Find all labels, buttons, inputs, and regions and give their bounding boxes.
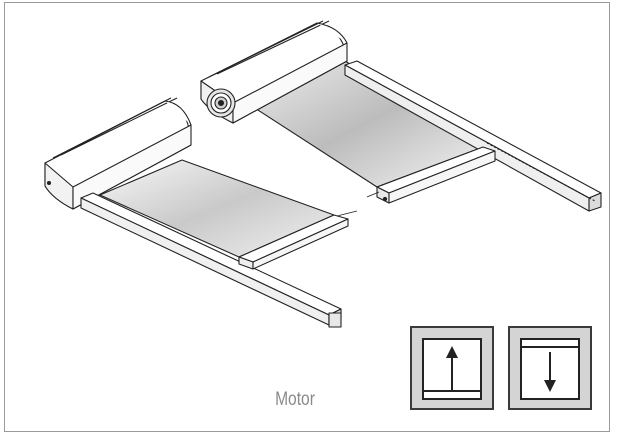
right-shutter-unit [200,20,602,212]
diagram-frame: Motor [4,2,610,432]
left-shutter-unit [44,97,358,328]
roller-shutter-illustration [44,20,602,328]
down-arrow-icon [544,352,556,392]
up-switch-line [424,390,480,392]
down-switch[interactable] [508,326,592,410]
motor-caption: Motor [275,389,315,410]
up-switch[interactable] [410,326,494,410]
up-arrow-icon [446,346,458,390]
down-switch-line [522,346,578,348]
